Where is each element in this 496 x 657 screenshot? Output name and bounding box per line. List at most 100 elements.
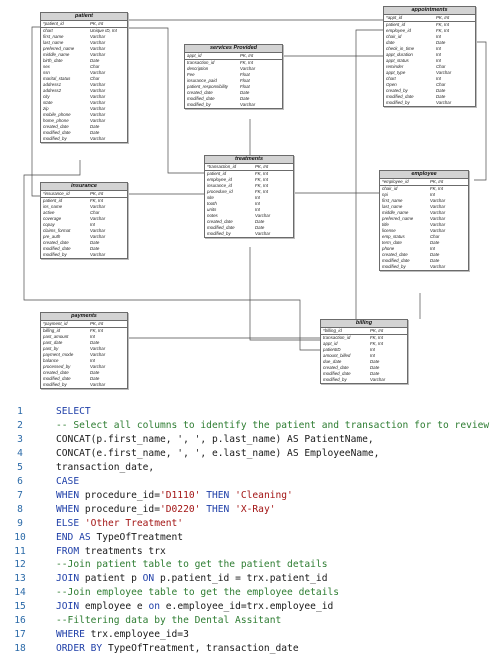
column-name: middle_name: [43, 52, 70, 57]
rel-treatments-billing: [249, 247, 320, 341]
column-type: FK, Int: [436, 28, 449, 33]
column-name: reminder: [386, 64, 404, 69]
column-name: check_in_time: [386, 46, 415, 51]
column-name: insurance_paid: [187, 78, 217, 83]
column-name: *employee_id: [382, 179, 409, 184]
column-name: processed_by: [43, 364, 71, 369]
column-name: modified_date: [382, 258, 410, 263]
column-name: active: [43, 210, 55, 215]
column-type: FK, Int: [370, 335, 383, 340]
sql-keyword: WHEN: [56, 503, 85, 515]
table-title: treatments: [205, 156, 293, 164]
column-type: Int: [90, 334, 95, 339]
line-number: 13: [14, 573, 26, 585]
column-type: Varchar: [90, 106, 106, 111]
column-type: Varchar: [90, 70, 106, 75]
column-name: copay: [43, 222, 55, 227]
column-name: *payment_id: [43, 321, 68, 326]
column-name: *patient_id: [43, 21, 64, 26]
column-name: term_date: [382, 240, 402, 245]
table-title: patient: [41, 13, 127, 21]
column-type: Date: [90, 240, 100, 245]
column-type: FK, Int: [436, 22, 449, 27]
column-name: address2: [43, 88, 62, 93]
column-name: payment_mode: [43, 352, 74, 357]
column-type: Date: [436, 94, 446, 99]
table-column: transaction_id FK, Int: [321, 335, 407, 341]
column-name: first_name: [382, 198, 403, 203]
column-type: Int: [430, 192, 435, 197]
sql-comment: --Join patient table to get the patient …: [56, 559, 328, 571]
column-name: patient_id: [207, 171, 227, 176]
column-type: PK, Int: [255, 164, 269, 169]
column-type: FK, Int: [430, 186, 443, 191]
column-type: Date: [255, 219, 265, 224]
column-type: Char: [90, 76, 100, 81]
column-name: modified_by: [43, 136, 67, 141]
table-column: created_date Date: [205, 219, 293, 225]
column-name: Fee: [187, 72, 195, 77]
column-name: past_amount: [43, 334, 69, 339]
column-type: Varchar: [430, 216, 446, 221]
sql-keyword: ELSE: [56, 517, 85, 529]
line-number: 1: [17, 406, 23, 417]
column-name: created_date: [43, 370, 69, 375]
column-name: created_date: [207, 219, 233, 224]
table-column: ssn Varchar: [41, 70, 127, 76]
column-type: PK, Int: [90, 21, 104, 26]
column-name: employee_id: [386, 28, 411, 33]
column-type: Date: [90, 376, 100, 381]
column-name: coverage: [43, 216, 62, 221]
line-number: 4: [17, 447, 23, 459]
column-name: modified_by: [323, 377, 347, 382]
table-column: coverage Varchar: [41, 216, 127, 222]
code-text: --Filtering data by the Dental Assitant: [56, 613, 281, 629]
column-name: chart: [386, 76, 396, 81]
column-type: Date: [436, 88, 446, 93]
sql-string: 'D0220': [159, 503, 201, 515]
column-name: *insurance_id: [43, 191, 70, 196]
table-column: patient_id FK, Int: [205, 171, 293, 177]
column-type: Varchar: [370, 377, 386, 382]
column-type: Int: [436, 52, 441, 57]
column-name: notes: [207, 213, 218, 218]
column-name: ssn: [43, 70, 50, 75]
code-text: -- Select all columns to identify the pa…: [56, 418, 489, 434]
column-type: Varchar: [90, 216, 106, 221]
column-name: transaction_id: [323, 335, 351, 340]
column-type: FK, Int: [255, 171, 268, 176]
column-name: middle_name: [382, 210, 409, 215]
column-name: created_date: [382, 252, 408, 257]
column-name: created_date: [43, 124, 69, 129]
column-type: PK, Int: [370, 328, 384, 333]
column-name: modified_date: [207, 225, 235, 230]
column-type: Varchar: [430, 264, 446, 269]
sql-keyword: JOIN: [56, 601, 85, 613]
sql-token: procedure_id=: [84, 489, 160, 501]
column-type: Varchar: [430, 222, 446, 227]
column-name: insurance_id: [207, 183, 232, 188]
column-type: Varchar: [90, 252, 106, 257]
column-type: Int: [90, 358, 95, 363]
column-type: Date: [370, 371, 380, 376]
sql-string: 'Cleaning': [235, 489, 293, 501]
column-name: modified_by: [207, 231, 231, 236]
column-name: last_name: [43, 40, 64, 45]
sql-comment: --Join employee table to get the employe…: [56, 587, 340, 599]
